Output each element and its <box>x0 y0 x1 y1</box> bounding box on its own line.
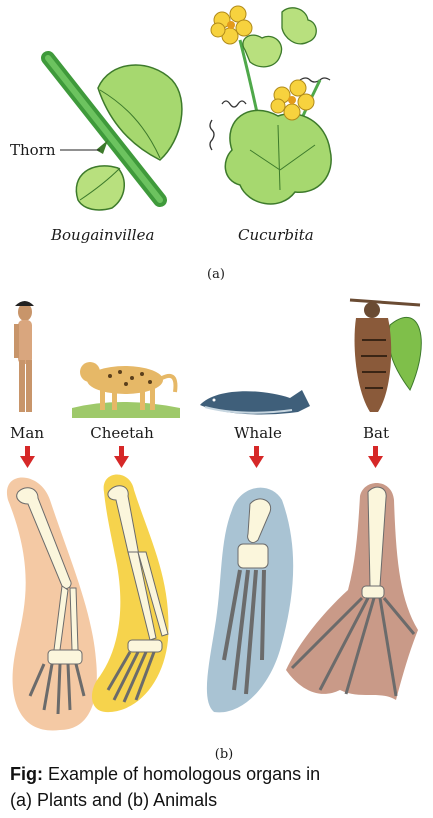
man-illustration <box>14 301 34 412</box>
part-b-label: (b) <box>215 747 233 762</box>
caption-text-1: Example of homologous organs in <box>43 764 321 784</box>
cheetah-illustration <box>72 362 180 418</box>
man-forelimb <box>6 477 97 731</box>
bat-illustration <box>349 298 422 412</box>
whale-forelimb <box>206 487 294 713</box>
cheetah-label: Cheetah <box>90 424 154 442</box>
whale-arrow <box>249 446 264 468</box>
figure-caption-line-1: Fig: Example of homologous organs in <box>10 764 320 785</box>
cheetah-forelimb <box>91 474 169 713</box>
thorn-label: Thorn <box>10 141 56 159</box>
caption-prefix: Fig: <box>10 764 43 784</box>
cucurbita-illustration <box>209 5 332 205</box>
bat-arrow <box>368 446 383 468</box>
bougainvillea-illustration <box>41 51 183 211</box>
bougainvillea-label: Bougainvillea <box>50 226 154 244</box>
bat-label: Bat <box>363 424 389 442</box>
man-label: Man <box>10 424 44 442</box>
man-arrow <box>20 446 35 468</box>
whale-label: Whale <box>234 424 282 442</box>
part-a-label: (a) <box>207 267 225 282</box>
figure-caption-line-2: (a) Plants and (b) Animals <box>10 790 218 810</box>
cucurbita-label: Cucurbita <box>238 226 314 244</box>
thorn-pointer: Thorn <box>10 141 100 159</box>
whale-illustration <box>200 390 310 415</box>
bat-forelimb <box>286 482 418 700</box>
arrows <box>20 446 383 468</box>
cheetah-arrow <box>114 446 129 468</box>
